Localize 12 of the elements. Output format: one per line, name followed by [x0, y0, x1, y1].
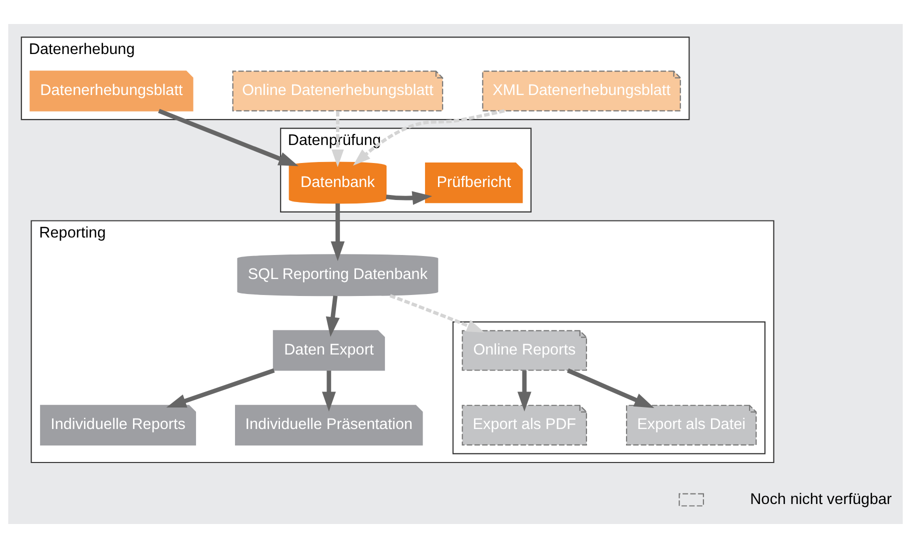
arrow — [332, 110, 344, 167]
arrow — [330, 202, 345, 261]
arrow — [386, 190, 432, 204]
arrow — [566, 368, 654, 408]
arrow — [322, 370, 336, 412]
arrow — [326, 295, 340, 336]
arrow — [353, 108, 505, 166]
legend-label: Noch nicht verfügbar — [750, 490, 892, 508]
arrow — [166, 368, 275, 408]
arrow — [158, 108, 298, 166]
arrow — [390, 294, 484, 332]
arrow — [517, 370, 532, 412]
